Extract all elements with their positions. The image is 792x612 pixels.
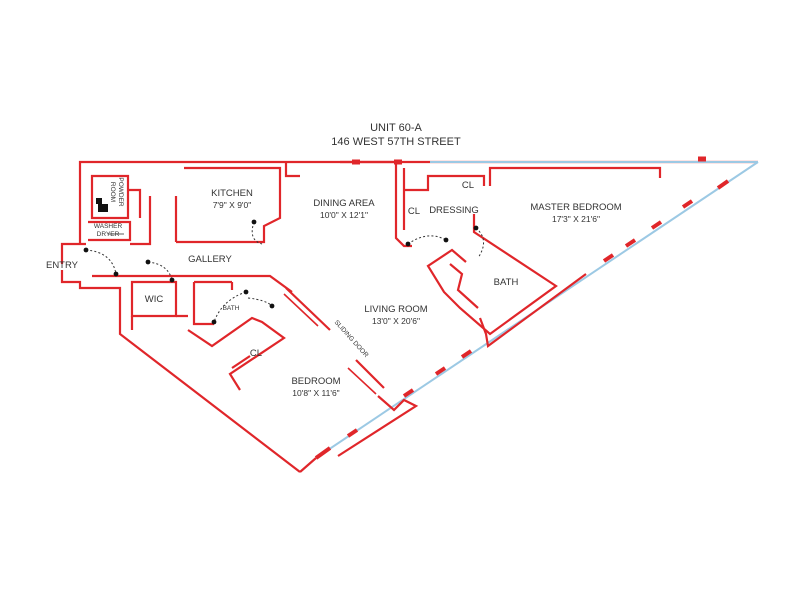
dressing-door-latch [443,237,449,243]
sliding-door-panel [283,293,377,395]
entry-door-hinge [83,247,89,253]
master-bath-door-swing [475,227,484,259]
mullion-3 [681,199,694,209]
kitchen-name: KITCHEN [211,188,253,199]
sliding-door-wall [285,287,385,389]
toilet-icon [98,204,108,212]
bedroom-east-wall [337,395,419,457]
entry-label: ENTRY [46,260,79,271]
small-bath-wall [192,280,234,326]
master-bath-door-hinge [473,225,479,231]
sliding-door-label: SLIDING DOOR [333,319,370,359]
gallery-door-hinge [145,259,151,265]
south-west-wall [60,270,301,473]
master-bedroom-name: MASTER BEDROOM [530,202,621,213]
mullion-10 [346,428,359,438]
kitchen-dims: 7'9" X 9'0" [213,200,252,210]
bedroom-dims: 10'8" X 11'6" [292,388,339,398]
unit-title: UNIT 60-A [370,122,422,134]
bath-door-swing-2 [247,297,273,307]
toilet-tank-icon [96,198,102,204]
washer-wall [88,220,132,242]
powder-stub [128,188,142,218]
gallery-south-wall [92,274,293,293]
gallery-door-swing [147,261,173,281]
kitchen-wall [176,166,282,244]
mullion-6 [602,253,615,263]
address-title: 146 WEST 57TH STREET [331,136,461,148]
mullion-7 [460,349,473,359]
mullion-5 [624,238,637,248]
north-wall [78,160,758,244]
small-bath-label: BATH [223,305,240,312]
mullion-9 [402,388,415,398]
cl-dressing-label: CL [408,206,420,217]
master-closet-wall [478,273,587,348]
dressing-door-swing [407,235,447,245]
dining-dims: 10'0" X 12'1" [320,210,368,220]
fixtures [96,198,124,235]
bedroom-name: BEDROOM [291,376,340,387]
kitchen-door-swing [251,221,263,245]
powder-room-label-2: ROOM [109,182,116,202]
entry-wall-upper [60,242,80,264]
master-bath-inner [449,263,479,309]
gallery-wall-north [80,196,152,246]
gallery-door-latch [169,277,175,283]
wic-label: WIC [145,294,164,305]
dressing-label: DRESSING [429,205,479,216]
dressing-wall [402,166,662,230]
bath-door-latch-2 [269,303,275,309]
powder-room-wall [90,174,130,220]
mullion-8 [434,366,447,376]
wic-stub [130,314,188,330]
living-room-dims: 13'0" X 20'6" [372,316,420,326]
master-bath-label: BATH [494,277,519,288]
dining-name: DINING AREA [313,198,375,209]
entry-door-latch [113,271,119,277]
mullion-11 [314,446,332,460]
cl-bedroom-label: CL [250,348,262,359]
washer-label-2: DRYER [97,231,120,238]
interior-walls [80,162,662,457]
powder-room-label-1: POWDER [117,177,124,207]
kitchen-door-hinge [251,219,257,225]
dressing-door-hinge [405,241,411,247]
master-bedroom-dims: 17'3" X 21'6" [552,214,600,224]
living-room-name: LIVING ROOM [364,304,427,315]
dining-notch [284,162,300,178]
mullion-4 [650,220,663,230]
gallery-label: GALLERY [188,254,232,265]
washer-label-1: WASHER [94,223,123,230]
door-swings [83,219,484,325]
south-corner-wall [299,457,317,473]
bath-door-hinge [243,289,249,295]
master-bath-wall [426,214,558,336]
mullion-2 [716,179,730,190]
closet-shelf [231,355,251,369]
bath-door-latch [211,319,217,325]
entry-door-swing [85,249,117,275]
bedroom-closet-wall [187,316,286,391]
cl-master-label: CL [462,180,474,191]
